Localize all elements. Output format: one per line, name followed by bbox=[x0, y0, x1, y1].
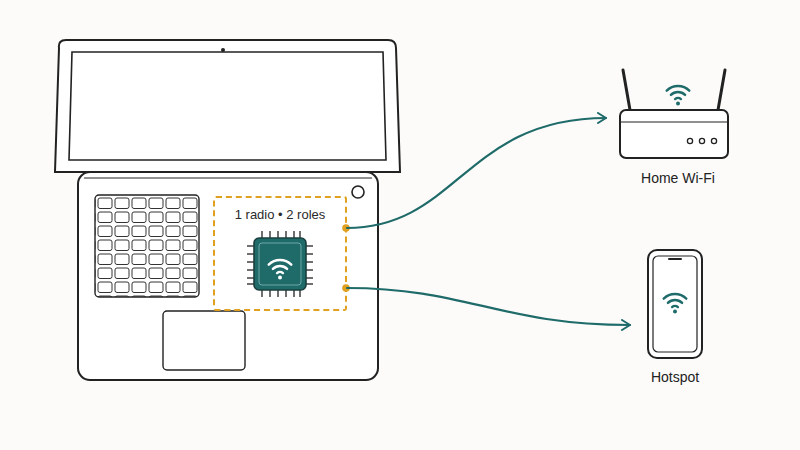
chip-inner bbox=[259, 243, 301, 285]
phone-node: Hotspot bbox=[630, 245, 720, 386]
laptop-lid bbox=[55, 40, 400, 172]
power-button bbox=[352, 186, 364, 198]
router-line bbox=[620, 121, 728, 122]
router-led bbox=[687, 138, 692, 143]
router-body bbox=[620, 110, 728, 158]
radio-box: 1 radio • 2 roles bbox=[213, 196, 347, 311]
keyboard bbox=[95, 195, 199, 297]
laptop-screen bbox=[69, 52, 386, 160]
node-label: Home Wi-Fi bbox=[641, 170, 715, 187]
node-label: Hotspot bbox=[651, 369, 699, 386]
wifi-chip bbox=[254, 238, 306, 290]
wifi-icon bbox=[667, 86, 690, 105]
hinge-line bbox=[84, 178, 372, 179]
wifi-icon bbox=[664, 294, 687, 313]
webcam bbox=[221, 48, 225, 52]
router-led bbox=[711, 138, 716, 143]
touchpad bbox=[163, 311, 245, 370]
connector-arrow bbox=[347, 118, 606, 228]
wifi-icon bbox=[269, 260, 292, 279]
phone-body bbox=[648, 250, 702, 358]
laptop-base bbox=[78, 172, 378, 380]
phone-screen bbox=[653, 256, 697, 352]
chip-pins bbox=[247, 231, 313, 297]
connector-arrow bbox=[347, 288, 630, 325]
phone-notch bbox=[669, 258, 681, 260]
node-label: 1 radio • 2 roles bbox=[235, 207, 326, 223]
router-antenna bbox=[623, 70, 630, 110]
router-led bbox=[699, 138, 704, 143]
router-antenna bbox=[718, 70, 725, 110]
router-node: Home Wi-Fi bbox=[606, 60, 750, 187]
